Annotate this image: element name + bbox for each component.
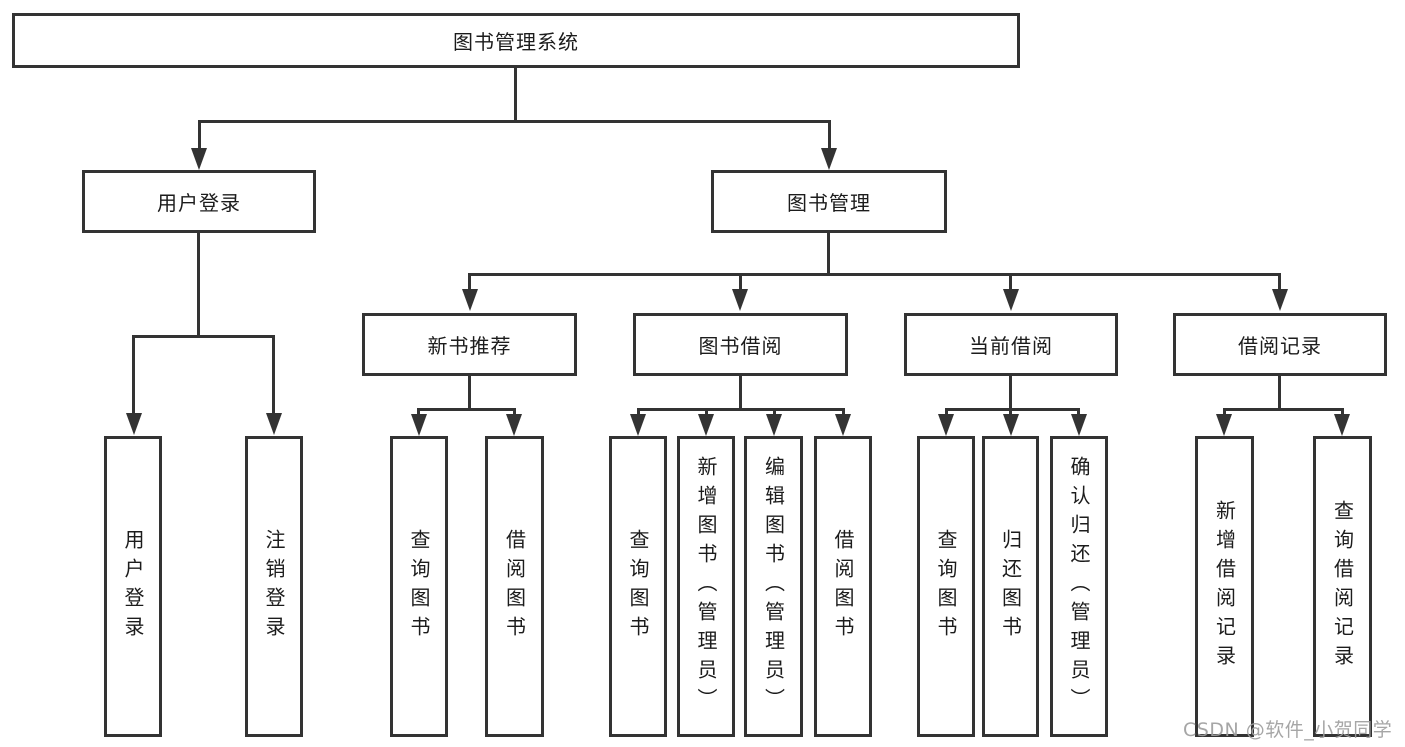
- node-book-borrow-label: 图书借阅: [698, 334, 783, 358]
- edge-module-drop: [1278, 273, 1281, 289]
- arrow-down-icon: [1216, 414, 1232, 436]
- edge-br-branch: [1223, 408, 1343, 411]
- arrow-down-icon: [1272, 289, 1288, 311]
- edge-br-stem: [1278, 376, 1281, 408]
- watermark: CSDN @软件_小贺同学: [1183, 719, 1393, 741]
- edge-leaf-drop: [705, 408, 708, 414]
- arrow-down-icon: [630, 414, 646, 436]
- leaf-user-login: 用户登录: [104, 436, 162, 737]
- arrow-down-icon: [266, 413, 282, 435]
- leaf-nbr-query-book: 查询图书: [390, 436, 448, 737]
- edge-cb-stem: [1009, 376, 1012, 408]
- node-user-login: 用户登录: [82, 170, 316, 233]
- leaf-cb-confirm-return-admin: 确认归还（管理员）: [1050, 436, 1108, 737]
- leaf-bb-borrow-book: 借阅图书: [814, 436, 872, 737]
- edge-leaf-drop: [637, 408, 640, 414]
- node-root: 图书管理系统: [12, 13, 1020, 68]
- edge-module-drop: [468, 273, 471, 289]
- leaf-bb-query-book-label: 查询图书: [626, 528, 650, 645]
- edge-nbr-stem: [468, 376, 471, 408]
- edge-module-drop: [1009, 273, 1012, 289]
- edge-leaf-drop: [773, 408, 776, 414]
- edge-bb-branch: [637, 408, 844, 411]
- leaf-br-add-record: 新增借阅记录: [1195, 436, 1254, 737]
- edge-cb-branch: [945, 408, 1079, 411]
- arrow-down-icon: [411, 414, 427, 436]
- leaf-cb-query-book: 查询图书: [917, 436, 975, 737]
- node-borrow-records: 借阅记录: [1173, 313, 1387, 376]
- leaf-logout-label: 注销登录: [262, 528, 286, 645]
- node-user-login-label: 用户登录: [157, 191, 241, 215]
- edge-bb-stem: [739, 376, 742, 408]
- leaf-nbr-query-book-label: 查询图书: [407, 528, 431, 645]
- arrow-down-icon: [698, 414, 714, 436]
- node-new-book-recommend: 新书推荐: [362, 313, 577, 376]
- edge-book-mgmt-drop: [828, 120, 831, 148]
- node-book-management-label: 图书管理: [787, 191, 871, 215]
- node-borrow-records-label: 借阅记录: [1238, 334, 1322, 358]
- edge-leaf-drop: [842, 408, 845, 414]
- edge-leaf-drop: [1341, 408, 1344, 414]
- leaf-logout: 注销登录: [245, 436, 303, 737]
- arrow-down-icon: [126, 413, 142, 435]
- edge-leaf-drop: [1009, 408, 1012, 414]
- arrow-down-icon: [462, 289, 478, 311]
- edge-root-branch: [198, 120, 830, 123]
- edge-user-login-stem: [197, 233, 200, 335]
- edge-leaf-drop: [272, 335, 275, 413]
- arrow-down-icon: [1003, 414, 1019, 436]
- edge-leaf-drop: [417, 408, 420, 414]
- leaf-cb-return-book: 归还图书: [982, 436, 1039, 737]
- edge-book-mgmt-stem: [827, 233, 830, 273]
- edge-root-stem: [514, 68, 517, 120]
- arrow-down-icon: [835, 414, 851, 436]
- node-new-book-recommend-label: 新书推荐: [427, 334, 512, 358]
- leaf-cb-query-book-label: 查询图书: [934, 528, 958, 645]
- node-book-borrow: 图书借阅: [633, 313, 848, 376]
- edge-leaf-drop: [1077, 408, 1080, 414]
- node-current-borrow: 当前借阅: [904, 313, 1118, 376]
- leaf-bb-edit-book-admin-label: 编辑图书（管理员）: [761, 456, 786, 717]
- leaf-nbr-borrow-book: 借阅图书: [485, 436, 544, 737]
- node-book-management: 图书管理: [711, 170, 947, 233]
- arrow-down-icon: [1003, 289, 1019, 311]
- arrow-down-icon: [938, 414, 954, 436]
- edge-leaf-drop: [132, 335, 135, 413]
- edge-book-mgmt-branch: [469, 273, 1281, 276]
- arrow-down-icon: [766, 414, 782, 436]
- arrow-down-icon: [732, 289, 748, 311]
- leaf-user-login-label: 用户登录: [121, 528, 145, 645]
- leaf-cb-return-book-label: 归还图书: [998, 528, 1023, 645]
- leaf-br-query-record: 查询借阅记录: [1313, 436, 1372, 737]
- node-current-borrow-label: 当前借阅: [969, 334, 1053, 358]
- edge-user-login-branch: [133, 335, 275, 338]
- arrow-down-icon: [1071, 414, 1087, 436]
- edge-leaf-drop: [1223, 408, 1226, 414]
- leaf-br-query-record-label: 查询借阅记录: [1330, 499, 1355, 674]
- leaf-bb-add-book-admin: 新增图书（管理员）: [677, 436, 735, 737]
- leaf-bb-add-book-admin-label: 新增图书（管理员）: [694, 456, 718, 717]
- arrow-down-icon: [821, 148, 837, 170]
- edge-module-drop: [739, 273, 742, 289]
- leaf-bb-borrow-book-label: 借阅图书: [831, 528, 855, 645]
- edge-leaf-drop: [945, 408, 948, 414]
- leaf-cb-confirm-return-admin-label: 确认归还（管理员）: [1067, 456, 1091, 717]
- leaf-br-add-record-label: 新增借阅记录: [1212, 499, 1237, 674]
- leaf-nbr-borrow-book-label: 借阅图书: [502, 528, 527, 645]
- leaf-bb-query-book: 查询图书: [609, 436, 667, 737]
- arrow-down-icon: [191, 148, 207, 170]
- node-root-label: 图书管理系统: [453, 30, 579, 54]
- leaf-bb-edit-book-admin: 编辑图书（管理员）: [744, 436, 803, 737]
- edge-leaf-drop: [513, 408, 516, 414]
- edge-user-login-drop: [198, 120, 201, 148]
- edge-nbr-branch: [418, 408, 515, 411]
- arrow-down-icon: [1334, 414, 1350, 436]
- arrow-down-icon: [506, 414, 522, 436]
